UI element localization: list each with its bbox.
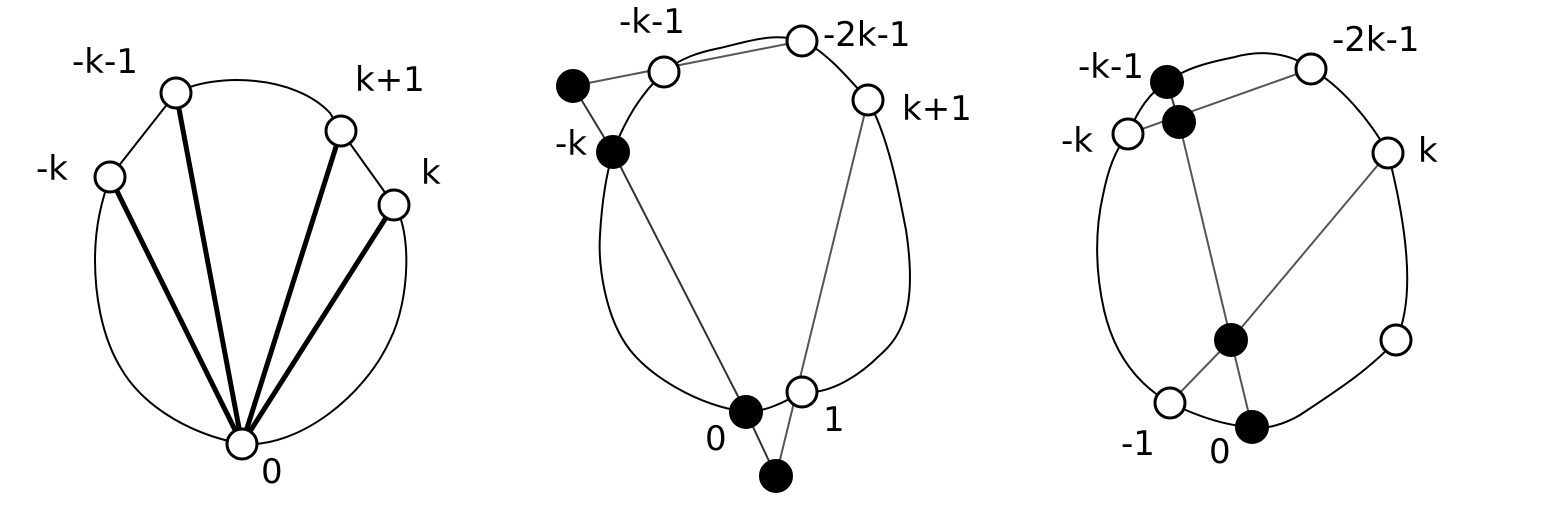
right-vertex-center xyxy=(1214,323,1248,357)
left-edge-0-to-mk1 xyxy=(173,92,245,445)
left-label-kp1: k+1 xyxy=(355,60,425,100)
right-edge-f xyxy=(1230,152,1389,341)
left-label-k: k xyxy=(421,153,441,193)
middle-label-1: 1 xyxy=(823,400,845,440)
left-vertex-kp1 xyxy=(324,114,358,148)
left-label-mk: -k xyxy=(36,149,68,189)
panel-left: -k-1 -k k+1 k 0 xyxy=(36,42,441,492)
middle-vertex-m2k1 xyxy=(785,24,819,58)
left-edge-0-to-mk xyxy=(107,175,245,446)
middle-boundary-curve xyxy=(598,36,911,414)
left-vertex-mk1 xyxy=(159,76,193,110)
right-vertex-m2k1 xyxy=(1294,52,1328,86)
middle-vertex-kp1 xyxy=(851,83,885,117)
left-vertex-0 xyxy=(225,427,259,461)
middle-edge-a xyxy=(572,40,803,87)
middle-vertex-filled-outer xyxy=(556,69,590,103)
middle-edge-c xyxy=(612,151,747,413)
middle-vertex-filled-bottom xyxy=(759,459,793,493)
right-boundary-curve xyxy=(1096,52,1409,429)
right-label-mk: -k xyxy=(1061,121,1093,161)
middle-vertex-0 xyxy=(729,395,763,429)
left-boundary-curve xyxy=(93,79,408,446)
left-label-mk1: -k-1 xyxy=(72,42,138,82)
right-vertex-m1 xyxy=(1153,386,1187,420)
panel-middle: -k-1 -2k-1 k+1 -k 0 1 xyxy=(555,2,972,493)
left-vertex-k xyxy=(377,188,411,222)
right-vertex-0 xyxy=(1235,410,1269,444)
right-label-m1: -1 xyxy=(1121,424,1155,464)
right-label-m2k1: -2k-1 xyxy=(1332,20,1420,60)
middle-label-mk: -k xyxy=(555,124,587,164)
right-label-0: 0 xyxy=(1209,432,1231,472)
middle-edge-e xyxy=(775,99,869,477)
left-edge-0-to-kp1 xyxy=(239,130,344,445)
middle-vertex-1 xyxy=(785,375,819,409)
left-label-0: 0 xyxy=(261,452,283,492)
right-label-k: k xyxy=(1418,131,1438,171)
left-vertex-mk xyxy=(93,160,127,194)
middle-label-m2k1: -2k-1 xyxy=(823,15,911,55)
middle-label-mk1: -k-1 xyxy=(619,2,685,42)
right-vertex-filled-inner xyxy=(1162,105,1196,139)
right-vertex-right-lower xyxy=(1379,323,1413,357)
right-label-mk1: -k-1 xyxy=(1078,47,1144,87)
right-vertex-mk1 xyxy=(1150,65,1184,99)
middle-vertex-mk xyxy=(596,135,630,169)
middle-label-kp1: k+1 xyxy=(902,89,972,129)
right-edge-a xyxy=(1127,68,1312,135)
panel-right: -k-1 -2k-1 -k k -1 0 xyxy=(1061,20,1438,472)
middle-label-0: 0 xyxy=(705,419,727,459)
right-edge-c xyxy=(1178,121,1232,341)
right-vertex-mk xyxy=(1111,117,1145,151)
left-edge-0-to-k xyxy=(239,203,397,446)
middle-vertex-mk1 xyxy=(647,55,681,89)
right-vertex-k xyxy=(1371,136,1405,170)
